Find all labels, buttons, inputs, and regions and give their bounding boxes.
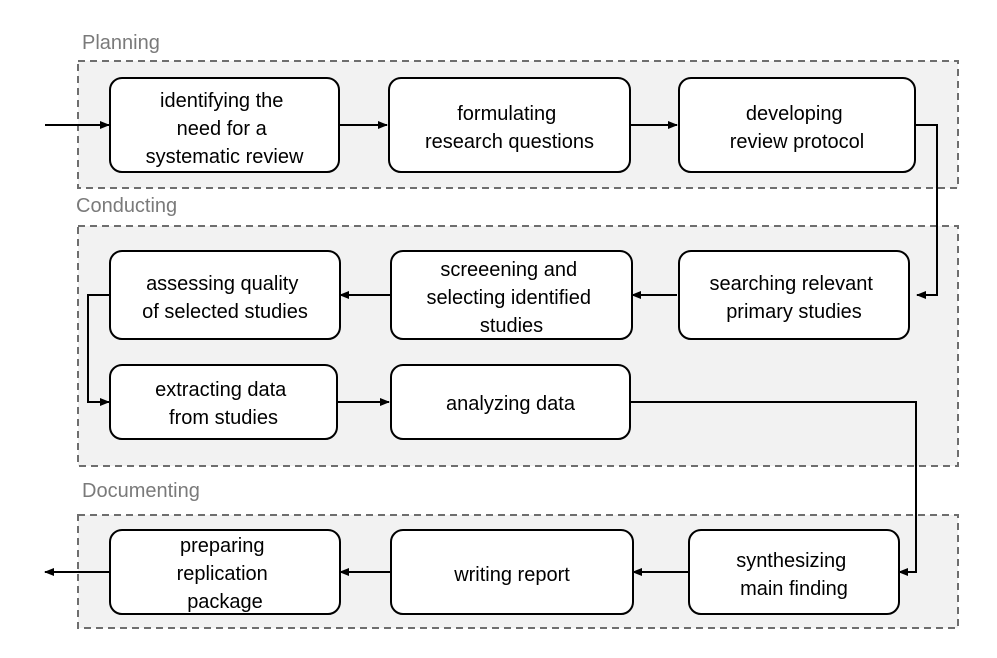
step-box-screen-select <box>390 250 633 340</box>
step-box-write-report <box>390 529 634 615</box>
step-label-write-report: writing report <box>453 564 570 586</box>
step-label-assess-quality: assessing quality of selected studies <box>142 273 308 323</box>
step-box-synthesize <box>688 529 900 615</box>
step-box-prepare-package <box>109 529 341 615</box>
step-box-analyze-data <box>390 364 631 440</box>
step-box-assess-quality <box>109 250 341 340</box>
phase-label-documenting: Documenting <box>82 480 200 502</box>
step-label-synthesize: synthesizing main finding <box>736 550 852 600</box>
step-box-develop-protocol <box>678 77 916 173</box>
arrow-analyze-to-synthesize <box>630 401 917 576</box>
step-label-screen-select: screeening and selecting identified stud… <box>426 259 596 337</box>
arrow-assess-to-extract <box>87 294 110 406</box>
step-label-formulate-questions: formulating research questions <box>425 103 594 153</box>
step-boxes <box>109 77 916 615</box>
arrow-protocol-to-search <box>915 124 938 299</box>
step-label-prepare-package: preparing replication package <box>177 535 274 613</box>
step-label-analyze-data: analyzing data <box>446 393 576 415</box>
step-box-identify-need <box>109 77 340 173</box>
phase-label-conducting: Conducting <box>76 195 178 217</box>
phase-label-planning: Planning <box>82 32 160 54</box>
step-labels: identifying the need for a systematic re… <box>142 90 879 613</box>
step-label-extract-data: extracting data from studies <box>155 379 292 429</box>
step-box-search-studies <box>678 250 910 340</box>
step-label-identify-need: identifying the need for a systematic re… <box>146 90 304 168</box>
connectors <box>44 121 938 576</box>
step-box-extract-data <box>109 364 338 440</box>
step-label-search-studies: searching relevant primary studies <box>710 273 879 323</box>
step-label-develop-protocol: developing review protocol <box>730 103 865 153</box>
step-box-formulate-questions <box>388 77 631 173</box>
